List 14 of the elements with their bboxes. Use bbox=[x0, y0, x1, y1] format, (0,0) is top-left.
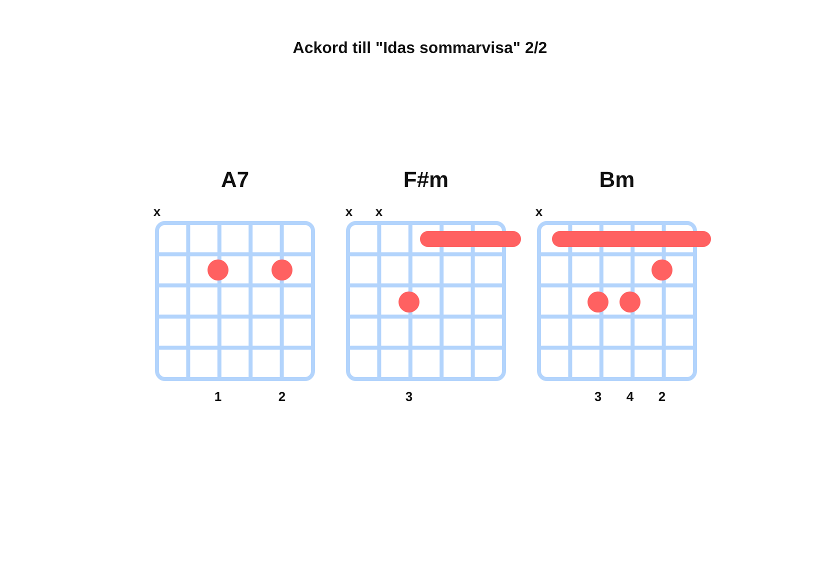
chord-name: Bm bbox=[598, 166, 636, 194]
muted-string-mark: x bbox=[534, 205, 544, 219]
finger-number: 3 bbox=[593, 390, 603, 404]
title: Ackord till "Idas sommarvisa" 2/2 bbox=[292, 39, 548, 59]
muted-string-mark: x bbox=[344, 205, 354, 219]
finger-number: 3 bbox=[404, 390, 414, 404]
finger-number: 2 bbox=[277, 390, 287, 404]
chord-name: F#m bbox=[402, 166, 450, 194]
finger-number: 1 bbox=[213, 390, 223, 404]
muted-string-mark: x bbox=[152, 205, 162, 219]
finger-number: 2 bbox=[657, 390, 667, 404]
muted-string-mark: x bbox=[374, 205, 384, 219]
chord-name: A7 bbox=[220, 166, 250, 194]
finger-number: 4 bbox=[625, 390, 635, 404]
